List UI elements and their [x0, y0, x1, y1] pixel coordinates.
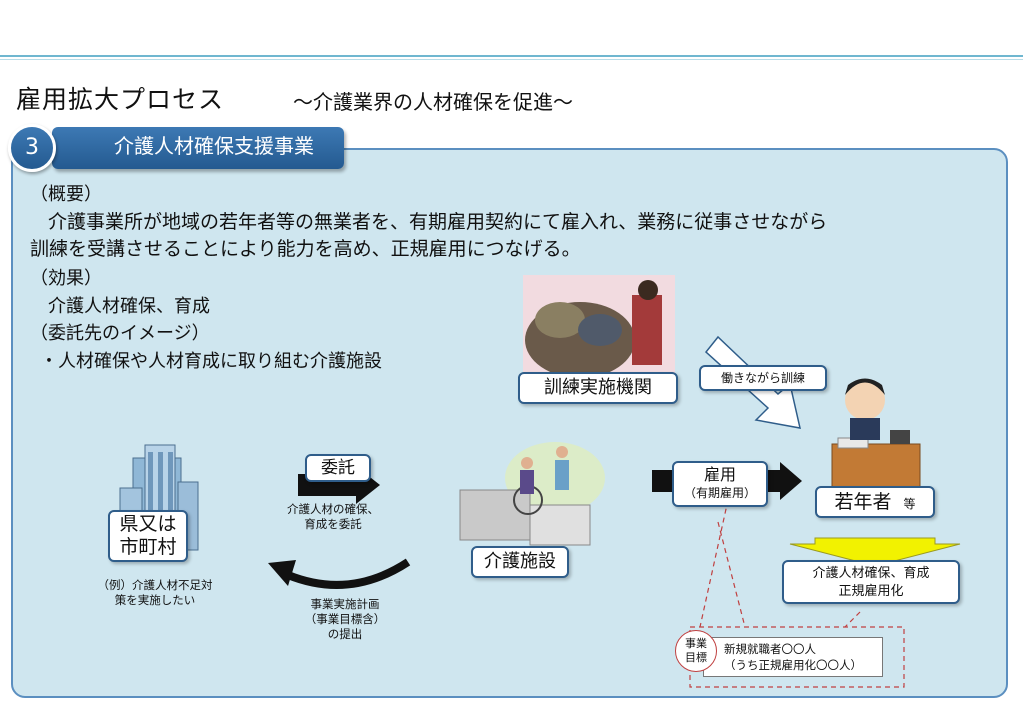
youth-suffix: 等: [903, 497, 916, 511]
entrust-note: 介護人材の確保、 育成を委託: [278, 502, 388, 532]
plan-note-line-3: の提出: [327, 627, 363, 641]
section-tab-label: 介護人材確保支援事業: [114, 134, 314, 158]
training-org-box: 訓練実施機関: [518, 372, 678, 404]
plan-submission-arrow: [268, 558, 411, 589]
young-person-illustration: [831, 378, 921, 495]
goal-badge: 事業 目標: [675, 630, 717, 672]
employment-sub-label: （有期雇用）: [683, 486, 756, 500]
plan-note-line-1: 事業実施計画: [310, 597, 380, 611]
goal-line-2: （うち正規雇用化〇〇人）: [724, 658, 862, 672]
facility-box: 介護施設: [471, 546, 569, 578]
entrust-label-box: 委託: [305, 454, 371, 482]
prefecture-example-line-1: （例）介護人材不足対: [97, 578, 213, 592]
work-training-box: 働きながら訓練: [699, 365, 827, 391]
employment-label: 雇用: [703, 465, 736, 484]
section-tab: 介護人材確保支援事業: [52, 127, 344, 169]
contractor-item: ・人材確保や人材育成に取り組む介護施設: [40, 351, 382, 372]
goal-line-1: 新規就職者〇〇人: [724, 642, 816, 656]
prefecture-example: （例）介護人材不足対 策を実施したい: [80, 578, 230, 608]
plan-note-line-2: （事業目標含）: [304, 612, 386, 626]
goal-box: 新規就職者〇〇人 （うち正規雇用化〇〇人）: [703, 637, 883, 677]
section-number-badge: 3: [8, 124, 56, 172]
employment-box: 雇用 （有期雇用）: [672, 461, 768, 507]
prefecture-line-2: 市町村: [119, 536, 177, 558]
plan-note: 事業実施計画 （事業目標含） の提出: [296, 597, 394, 642]
overview-heading: （概要）: [30, 184, 102, 205]
youth-box: 若年者 等: [815, 486, 935, 518]
header-rule-thin: [0, 59, 1023, 60]
header-rule: [0, 55, 1023, 57]
entrust-note-line-1: 介護人材の確保、: [287, 502, 379, 516]
training-photo: [523, 275, 675, 387]
overview-line-1: 介護事業所が地域の若年者等の無業者を、有期雇用契約にて雇入れ、業務に従事させなが…: [48, 211, 828, 233]
effect-heading: （効果）: [30, 268, 102, 289]
care-facility-photo: [459, 442, 605, 546]
goal-badge-line-1: 事業: [685, 637, 707, 650]
entrust-note-line-2: 育成を委託: [304, 517, 362, 531]
outcome-line-2: 正規雇用化: [838, 584, 904, 599]
prefecture-example-line-2: 策を実施したい: [114, 593, 196, 607]
contractor-heading: （委託先のイメージ）: [30, 323, 210, 344]
overview-line-2: 訓練を受講させることにより能力を高め、正規雇用につなげる。: [30, 238, 581, 260]
content-panel: [11, 148, 1008, 698]
slide-title: 雇用拡大プロセス: [16, 85, 225, 114]
prefecture-line-1: 県又は: [119, 513, 177, 535]
goal-badge-line-2: 目標: [685, 651, 707, 664]
outcome-arrow: [789, 537, 961, 567]
slide-subtitle: ～介護業界の人材確保を促進～: [293, 90, 573, 114]
effect-text: 介護人材確保、育成: [48, 296, 210, 317]
outcome-box: 介護人材確保、育成 正規雇用化: [782, 560, 960, 604]
youth-label: 若年者: [834, 491, 892, 513]
prefecture-box: 県又は 市町村: [108, 510, 188, 562]
outcome-line-1: 介護人材確保、育成: [812, 566, 930, 581]
